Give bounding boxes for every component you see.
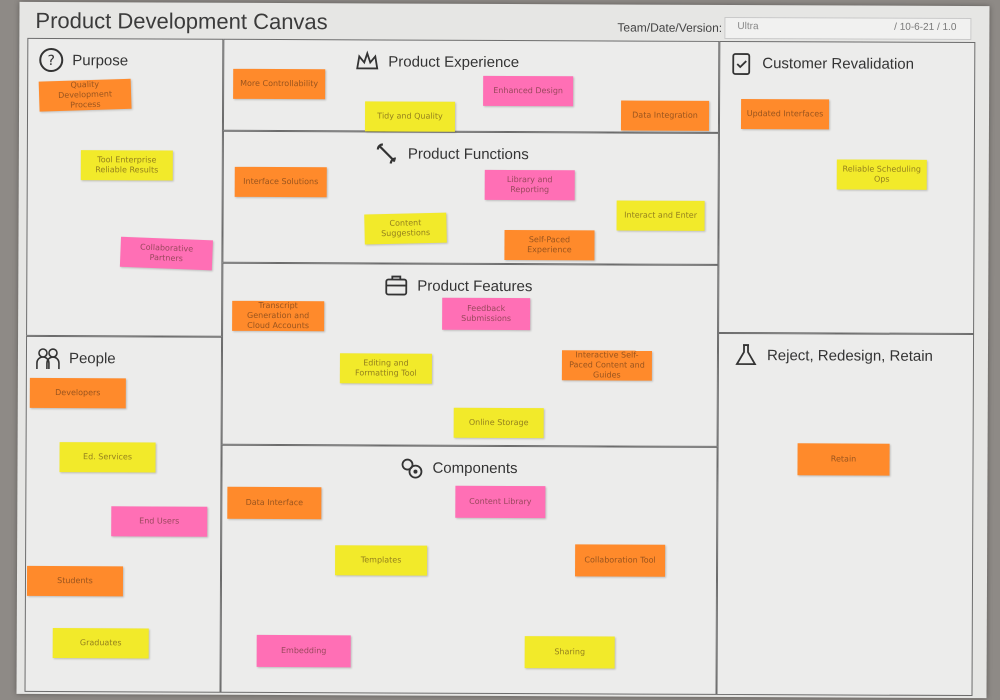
- wrench-icon: [376, 143, 396, 164]
- section-product-experience: Product Experience: [222, 38, 720, 133]
- sticky-note: Collaborative Partners: [119, 236, 213, 271]
- sticky-note: Reliable Scheduling Ops: [836, 159, 927, 190]
- purpose-header: ? Purpose: [38, 47, 128, 73]
- sticky-note: Data Interface: [227, 486, 322, 520]
- sticky-note: Embedding: [256, 634, 351, 668]
- flask-icon: [735, 344, 757, 366]
- section-customer-revalidation: Customer Revalidation: [718, 40, 976, 335]
- reject-title: Reject, Redesign, Retain: [766, 346, 933, 365]
- reject-header: Reject, Redesign, Retain: [733, 342, 933, 369]
- section-product-features: Product Features: [221, 262, 719, 447]
- sticky-note: Students: [26, 565, 124, 597]
- sticky-note: Interactive Self-Paced Content and Guide…: [561, 350, 652, 381]
- sticky-note: Developers: [29, 377, 126, 409]
- purpose-title: Purpose: [72, 51, 129, 69]
- section-reject-redesign-retain: Reject, Redesign, Retain: [716, 332, 975, 697]
- sticky-note: Data Integration: [620, 100, 710, 131]
- gears-icon: [401, 458, 423, 479]
- sticky-note: Editing and Formatting Tool: [339, 353, 432, 384]
- canvas-poster: Product Development Canvas Team/Date/Ver…: [16, 1, 990, 699]
- team-value: Ultra: [737, 21, 759, 33]
- experience-header: Product Experience: [354, 48, 519, 75]
- sticky-note: Sharing: [524, 636, 615, 669]
- sticky-note: Content Library: [455, 485, 546, 519]
- people-title: People: [68, 349, 116, 367]
- sticky-note: Self-Paced Experience: [504, 230, 595, 261]
- sticky-note: Ed. Services: [59, 442, 156, 473]
- meta-label: Team/Date/Version:: [617, 20, 723, 35]
- sticky-note: Retain: [797, 443, 890, 476]
- sticky-note: Interface Solutions: [234, 166, 327, 198]
- clipboard-check-icon: [732, 53, 751, 75]
- sticky-note: End Users: [111, 506, 208, 537]
- section-components: Components: [220, 444, 718, 695]
- sticky-note: Feedback Submissions: [442, 297, 531, 331]
- people-icon: [36, 348, 60, 370]
- crown-icon: [356, 50, 379, 70]
- toolbox-icon: [385, 275, 408, 296]
- sticky-note: Transcript Generation and Cloud Accounts: [232, 300, 325, 332]
- sticky-note: Enhanced Design: [483, 75, 574, 107]
- sticky-note: Templates: [335, 545, 428, 576]
- sticky-note: Library and Reporting: [484, 169, 575, 201]
- components-title: Components: [432, 459, 518, 477]
- sticky-note: Tool Enterprise Reliable Results: [80, 150, 173, 181]
- question-circle-icon: ?: [39, 48, 64, 73]
- sticky-note: Graduates: [52, 628, 149, 659]
- meta-field: Ultra / 10-6-21 / 1.0: [724, 16, 972, 41]
- revalidation-header: Customer Revalidation: [728, 50, 914, 77]
- components-header: Components: [398, 455, 518, 482]
- sticky-note: More Controllability: [233, 68, 326, 100]
- sticky-note: Quality Development Process: [38, 78, 132, 112]
- revalidation-title: Customer Revalidation: [762, 54, 915, 73]
- sticky-note: Collaboration Tool: [575, 544, 666, 577]
- section-product-functions: Product Functions: [222, 130, 719, 265]
- features-title: Product Features: [417, 277, 533, 295]
- sticky-note: Online Storage: [453, 407, 544, 439]
- canvas-title: Product Development Canvas: [35, 7, 328, 35]
- experience-title: Product Experience: [388, 52, 520, 71]
- functions-title: Product Functions: [407, 145, 529, 163]
- sticky-note: Tidy and Quality: [364, 101, 456, 132]
- sticky-note: Updated Interfaces: [740, 99, 830, 130]
- date-value: / 10-6-21 / 1.0: [894, 21, 957, 33]
- people-header: People: [35, 345, 116, 371]
- section-people: People: [24, 335, 223, 693]
- sticky-note: Content Suggestions: [364, 212, 447, 245]
- functions-header: Product Functions: [374, 140, 529, 167]
- section-purpose: ? Purpose: [26, 37, 224, 337]
- svg-text:?: ?: [48, 53, 56, 69]
- features-header: Product Features: [383, 272, 532, 299]
- sticky-note: Interact and Enter: [616, 200, 705, 231]
